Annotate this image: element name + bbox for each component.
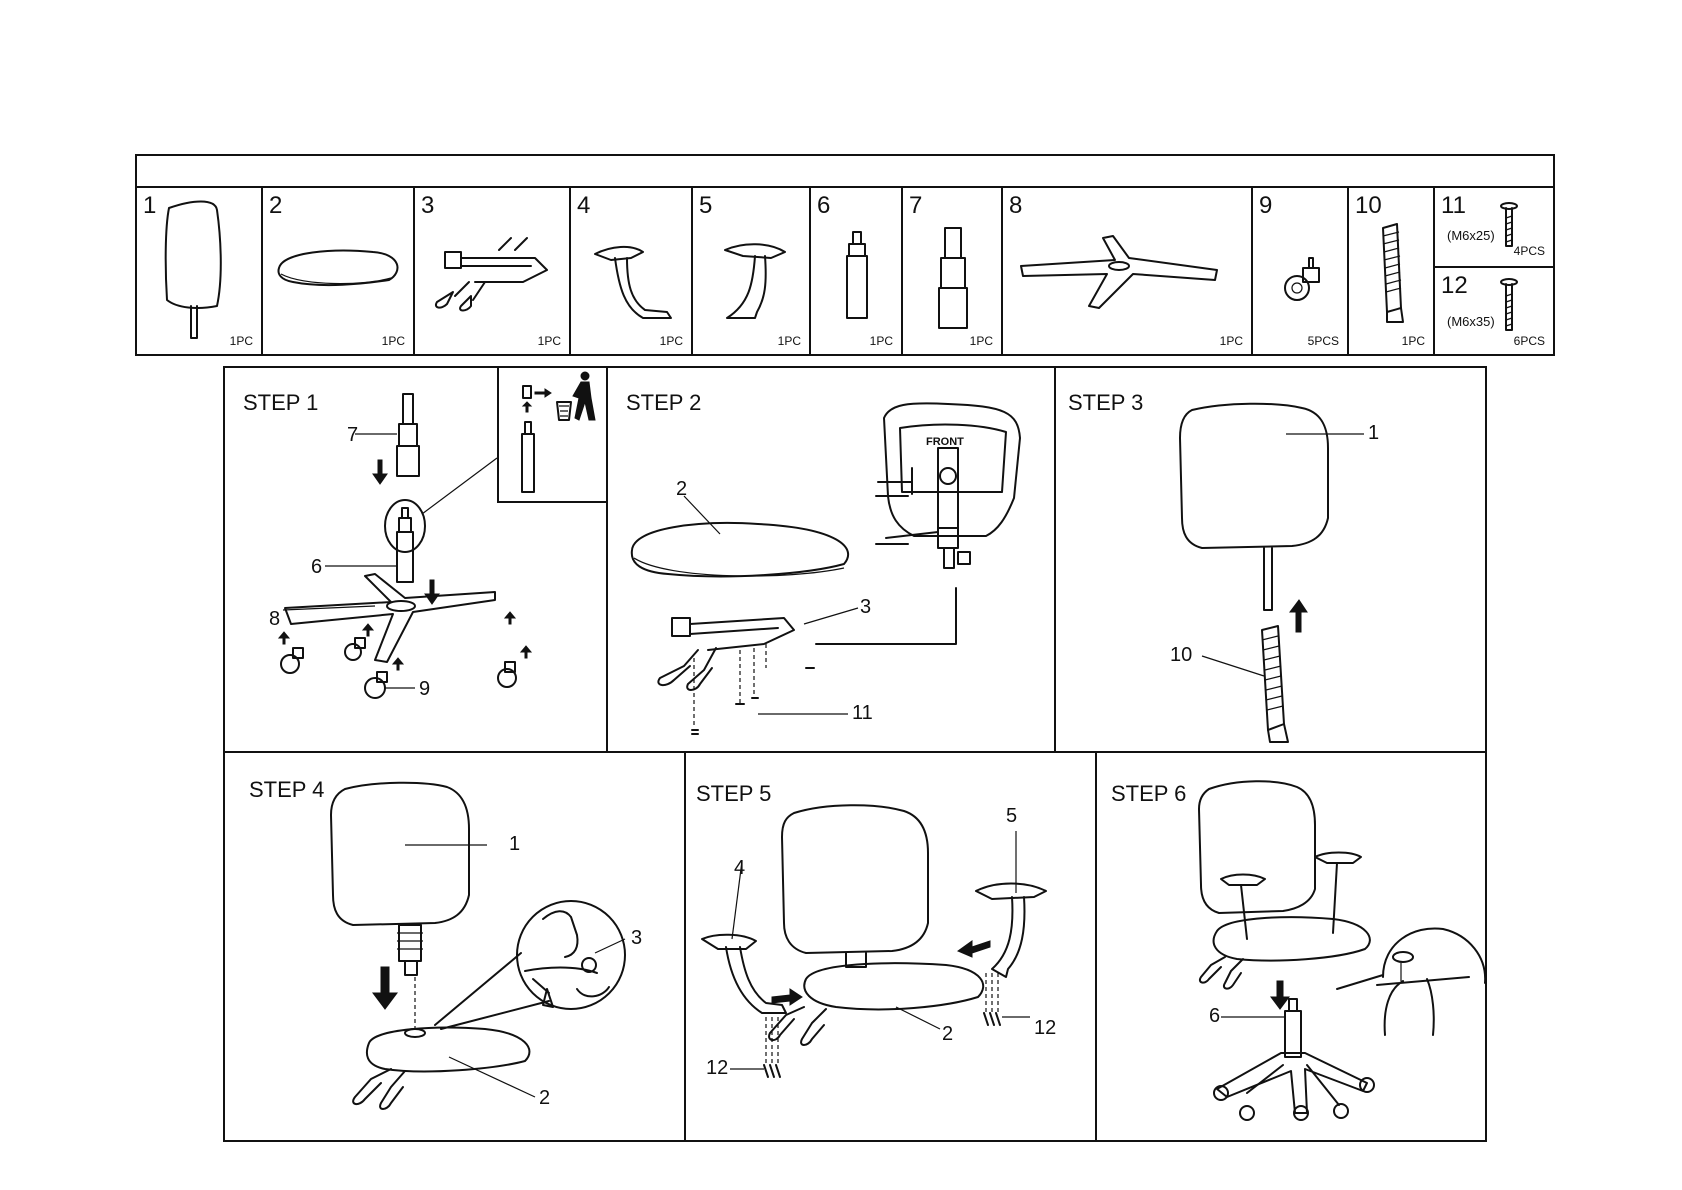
part-qty: 6PCS bbox=[1513, 334, 1545, 348]
part-cell-6: 6 1PC bbox=[811, 188, 903, 354]
callout-2: 2 bbox=[539, 1087, 551, 1109]
star-base-icon bbox=[1020, 235, 1218, 309]
step4-illustration bbox=[330, 781, 626, 1110]
callout-6: 6 bbox=[1209, 1005, 1221, 1027]
callout-9: 9 bbox=[419, 678, 431, 700]
part-qty: 1PC bbox=[537, 334, 561, 348]
arrow-down-icon bbox=[372, 459, 388, 485]
parts-table: 1 1PC 2 1PC 3 1 bbox=[135, 154, 1555, 356]
part-qty: 1PC bbox=[229, 334, 253, 348]
step-title: STEP 4 bbox=[249, 777, 325, 802]
callout-12: 12 bbox=[1034, 1017, 1057, 1039]
arrow-down-icon bbox=[424, 579, 440, 605]
part-cell-9: 9 5PCS bbox=[1253, 188, 1349, 354]
part-qty: 1PC bbox=[969, 334, 993, 348]
part-cell-2: 2 1PC bbox=[263, 188, 415, 354]
part-number: 2 bbox=[269, 192, 283, 219]
part-qty: 1PC bbox=[381, 334, 405, 348]
part-qty: 1PC bbox=[1219, 334, 1243, 348]
callout-2: 2 bbox=[676, 478, 688, 500]
trash-bin-icon bbox=[521, 371, 596, 493]
seat-mechanism-icon bbox=[435, 237, 548, 312]
backrest-icon bbox=[164, 200, 222, 339]
callout-1: 1 bbox=[509, 833, 521, 855]
bolt-icon bbox=[1500, 202, 1518, 247]
step1-illustration bbox=[277, 393, 533, 699]
callout-3: 3 bbox=[860, 596, 872, 618]
step-panel-6: STEP 6 6 bbox=[1095, 751, 1487, 1142]
callout-2: 2 bbox=[942, 1023, 954, 1045]
part-number: 8 bbox=[1009, 192, 1023, 219]
arrow-down-icon bbox=[1270, 980, 1290, 1010]
part-number: 10 bbox=[1355, 192, 1382, 219]
parts-table-header-row bbox=[137, 156, 1553, 188]
caster-icon bbox=[1284, 257, 1320, 301]
callout-6: 6 bbox=[311, 556, 323, 578]
part-spec: (M6x35) bbox=[1447, 314, 1495, 329]
callout-12: 12 bbox=[706, 1057, 729, 1079]
step-title: STEP 3 bbox=[1068, 390, 1144, 415]
part-cell-3: 3 1PC bbox=[415, 188, 571, 354]
part-cell-4: 4 1PC bbox=[571, 188, 693, 354]
part-qty: 4PCS bbox=[1513, 244, 1545, 258]
part-spec: (M6x25) bbox=[1447, 228, 1495, 243]
bellows-cover-icon bbox=[1382, 223, 1404, 323]
step-panel-2: STEP 2 FRONT 2 3 11 bbox=[606, 366, 1056, 753]
part-qty: 1PC bbox=[869, 334, 893, 348]
gas-lift-cover-icon bbox=[938, 227, 968, 329]
callout-3: 3 bbox=[631, 927, 643, 949]
bolt-icon bbox=[1500, 278, 1518, 331]
gas-lift-icon bbox=[846, 231, 868, 319]
callout-8: 8 bbox=[269, 608, 281, 630]
step2-illustration bbox=[630, 402, 1021, 735]
callout-7: 7 bbox=[347, 424, 359, 446]
part-qty: 1PC bbox=[777, 334, 801, 348]
callout-5: 5 bbox=[1006, 805, 1018, 827]
step-panel-5: STEP 5 5 4 2 12 12 bbox=[684, 751, 1097, 1142]
step-panel-1: STEP 1 7 6 bbox=[223, 366, 608, 753]
arrow-left-icon bbox=[956, 940, 991, 958]
callout-10: 10 bbox=[1170, 644, 1193, 666]
part-cell-8: 8 1PC bbox=[1003, 188, 1253, 354]
step-panel-3: STEP 3 1 10 bbox=[1054, 366, 1487, 753]
armrest-left-icon bbox=[594, 246, 672, 319]
part-cell-5: 5 1PC bbox=[693, 188, 811, 354]
arrow-right-icon bbox=[771, 988, 803, 1006]
step3-illustration bbox=[1179, 402, 1364, 743]
step5-illustration bbox=[701, 804, 1047, 1078]
part-qty: 1PC bbox=[659, 334, 683, 348]
arrow-down-icon bbox=[372, 966, 398, 1010]
arrow-up-icon bbox=[1289, 599, 1308, 633]
step-title: STEP 6 bbox=[1111, 781, 1187, 806]
step-title: STEP 1 bbox=[243, 390, 319, 415]
part-number: 6 bbox=[817, 192, 831, 219]
part-number: 9 bbox=[1259, 192, 1273, 219]
part-number: 1 bbox=[143, 192, 157, 219]
part-qty: 5PCS bbox=[1307, 334, 1339, 348]
part-cell-11-12: 11 (M6x25) 4PCS 12 (M6x35) 6PCS bbox=[1435, 188, 1553, 354]
part-number: 12 bbox=[1441, 272, 1468, 299]
seat-cushion-icon bbox=[277, 249, 399, 287]
parts-row: 1 1PC 2 1PC 3 1 bbox=[137, 188, 1553, 354]
part-number: 5 bbox=[699, 192, 713, 219]
part-cell-12: 12 (M6x35) 6PCS bbox=[1435, 268, 1553, 354]
step-panel-4: STEP 4 1 3 2 bbox=[223, 751, 686, 1142]
part-number: 4 bbox=[577, 192, 591, 219]
part-cell-11: 11 (M6x25) 4PCS bbox=[1435, 188, 1553, 268]
armrest-right-icon bbox=[724, 243, 786, 319]
part-number: 3 bbox=[421, 192, 435, 219]
step-title: STEP 5 bbox=[696, 781, 772, 806]
part-cell-10: 10 1PC bbox=[1349, 188, 1435, 354]
part-qty: 1PC bbox=[1401, 334, 1425, 348]
step2-front-label: FRONT bbox=[926, 436, 964, 448]
step-title: STEP 2 bbox=[626, 390, 702, 415]
callout-11: 11 bbox=[852, 702, 873, 724]
part-cell-1: 1 1PC bbox=[137, 188, 263, 354]
part-cell-7: 7 1PC bbox=[903, 188, 1003, 354]
callout-1: 1 bbox=[1368, 422, 1380, 444]
step6-illustration bbox=[1198, 780, 1487, 1121]
callout-4: 4 bbox=[734, 857, 746, 879]
part-number: 11 bbox=[1441, 192, 1466, 219]
part-number: 7 bbox=[909, 192, 923, 219]
